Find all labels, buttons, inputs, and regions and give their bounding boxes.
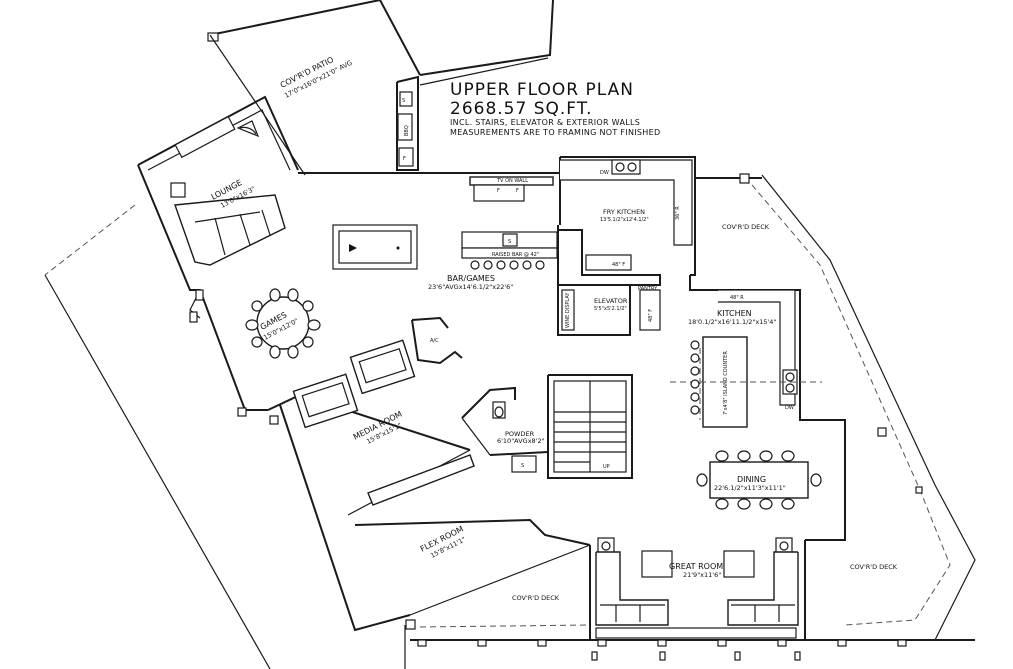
bar-games: TV ON WALL F F S RAISED BAR @ 42" BAR/GA… — [332, 176, 558, 291]
fry-kitchen: DW 36" R FRY KITCHEN 13'5.1/2"x12'4.1/2"… — [560, 159, 693, 271]
deck-right-top-label: COV'R'D DECK — [722, 223, 770, 231]
right-deck: COV'R'D DECK COV'R'D DECK — [722, 173, 976, 641]
fry-kitchen-name: FRY KITCHEN — [603, 208, 645, 216]
dining: DINING 22'6.1/2"x11'3"x11'1" — [696, 450, 822, 510]
svg-text:S: S — [402, 98, 405, 104]
kitchen-dims: 18'0.1/2"x16'11.1/2"x15'4" — [688, 318, 776, 326]
tv-on-wall-label: TV ON WALL — [496, 178, 528, 184]
wine-display-label: WINE DISPLAY — [565, 292, 571, 328]
elevator: WINE DISPLAY ELEVATOR 5'5"x5'2.1/2" PANT… — [561, 286, 661, 331]
plan-heading: UPPER FLOOR PLAN 2668.57 SQ.FT. INCL. ST… — [450, 80, 660, 137]
island-label: 7'x4'8" ISLAND COUNTER — [723, 351, 729, 415]
media-room: MEDIA ROOM 15'8"x15'1" — [292, 339, 475, 506]
bbq-f-mark: F — [403, 156, 406, 162]
great-room-name: GREAT ROOM — [669, 562, 723, 571]
svg-text:S: S — [508, 239, 511, 245]
f-mark-1: F — [497, 188, 500, 194]
ac-closet: A/C — [411, 316, 463, 365]
kitchen-name: KITCHEN — [717, 309, 752, 318]
f48-label: 48" F — [612, 262, 625, 268]
left-deck-lines — [44, 204, 279, 669]
bbq-area: S BBQ F — [396, 75, 419, 171]
ac-label: A/C — [430, 338, 439, 344]
games: GAMES 15'0"x12'0" — [245, 288, 321, 359]
r36-label: 36" R — [675, 206, 681, 220]
powder: S POWDER 6'10"AVGx8'2" — [461, 386, 549, 473]
f-mark-2: F — [516, 188, 519, 194]
plan-title: UPPER FLOOR PLAN — [450, 80, 634, 100]
plan-note-2: MEASUREMENTS ARE TO FRAMING NOT FINISHED — [450, 128, 660, 137]
f48-elev-label: 48" F — [648, 309, 654, 322]
plan-note-1: INCL. STAIRS, ELEVATOR & EXTERIOR WALLS — [450, 118, 640, 127]
great-room: GREAT ROOM 21'9"x11'6" — [595, 537, 799, 639]
lounge-sectional — [174, 194, 286, 266]
great-room-dims: 21'9"x11'6" — [683, 571, 721, 579]
lounge: LOUNGE 13'0"x16'3" — [147, 109, 291, 266]
bar-games-name: BAR/GAMES — [447, 274, 495, 283]
dw-fry-label: DW — [600, 170, 609, 176]
kitchen: 48" R DW KITCHEN 18'0.1/2"x16'11.1/2"x15… — [670, 289, 822, 428]
dining-dims: 22'6.1/2"x11'3"x11'1" — [714, 484, 786, 492]
bottom-deck: COV'R'D DECK — [404, 544, 975, 669]
dining-name: DINING — [737, 475, 766, 484]
fry-kitchen-dims: 13'5.1/2"x12'4.1/2" — [600, 217, 649, 223]
dw-kitchen-label: DW — [785, 405, 794, 411]
pantry-label: PANTRY — [638, 286, 658, 292]
elevator-dims: 5'5"x5'2.1/2" — [594, 306, 627, 312]
svg-text:S: S — [521, 463, 524, 469]
raised-bar-label: RAISED BAR @ 42" — [492, 252, 539, 258]
exterior-walls — [137, 95, 846, 641]
stair-mark: UP — [603, 464, 610, 470]
flex-room: FLEX ROOM 15'8"x11'1" — [419, 524, 467, 559]
stairs: UP — [553, 380, 627, 473]
deck-right-bottom-label: COV'R'D DECK — [850, 563, 898, 571]
bbq-label: BBQ — [404, 125, 410, 136]
bar-games-dims: 23'6"AVGx14'6.1/2"x22'6" — [428, 283, 513, 291]
powder-name: POWDER — [505, 430, 535, 438]
r48-label: 48" R — [730, 295, 744, 301]
deck-bottom-label: COV'R'D DECK — [512, 594, 560, 602]
powder-dims: 6'10"AVGx8'2" — [497, 437, 545, 445]
plan-area: 2668.57 SQ.FT. — [450, 99, 593, 119]
elevator-name: ELEVATOR — [594, 297, 628, 305]
